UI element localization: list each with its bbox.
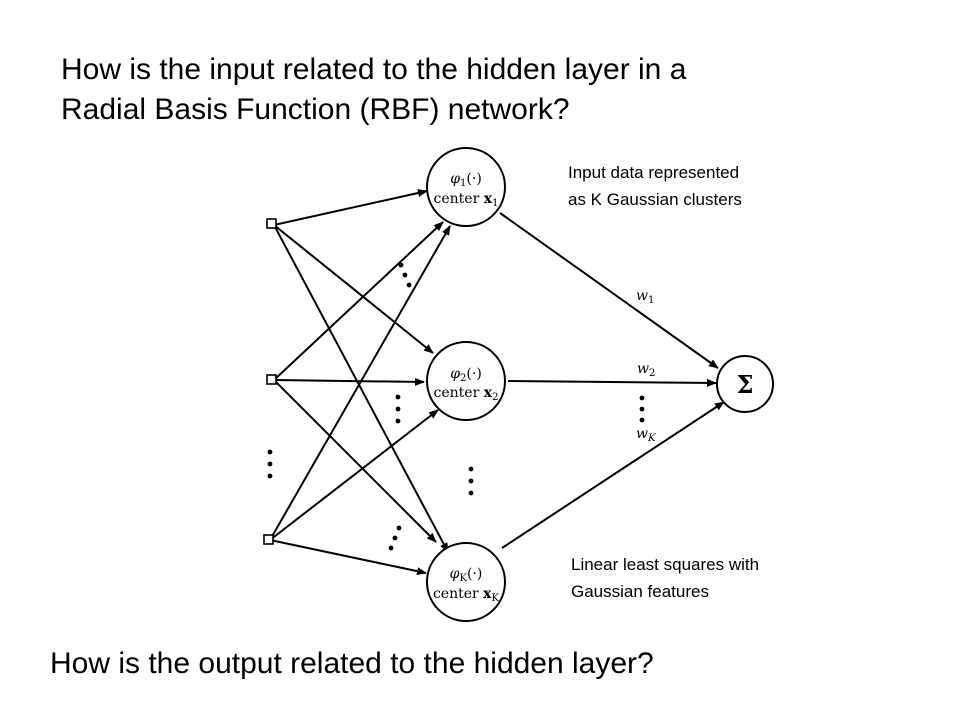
weight-2-label: w2: [637, 361, 655, 379]
hidden-output-connections: [499, 212, 725, 549]
hidden-2-function-label: φ2(·): [450, 366, 482, 384]
question-input-line-2: Radial Basis Function (RBF) network?: [61, 93, 570, 126]
hidden-k-function-label: φK(·): [450, 566, 483, 584]
edge-in1-h2: [273, 224, 434, 354]
input-hidden-connections: [269, 189, 451, 576]
input-node-2: [266, 374, 277, 385]
hidden-node-k: [426, 542, 506, 622]
edge-ellipsis-upper: [398, 262, 412, 288]
weight-k-label: wK: [636, 426, 656, 444]
hidden-labels: φ1(·) center x1 φ2(·) center x2 φK(·) ce…: [433, 171, 500, 604]
hidden-2-center-label: center x2: [434, 385, 499, 403]
edge-ellipsis-middle: [395, 394, 401, 424]
edge-hK-out: [501, 401, 725, 549]
output-annotation-line-2: Gaussian features: [571, 582, 709, 601]
question-output: How is the output related to the hidden …: [50, 647, 654, 680]
edge-in1-h1: [273, 189, 428, 226]
hidden-1-function-label: φ1(·): [450, 171, 482, 189]
output-annotation-line-1: Linear least squares with: [571, 555, 760, 574]
input-node-1: [266, 218, 277, 229]
hidden-annotation-line-1: Input data represented: [568, 163, 740, 182]
hidden-1-center-label: center x1: [434, 191, 499, 209]
question-input-line-1: How is the input related to the hidden l…: [61, 53, 687, 86]
edge-inK-hK: [269, 539, 427, 576]
hidden-node-2: [426, 341, 506, 421]
edge-inK-h2: [269, 409, 439, 541]
input-node-k: [263, 534, 274, 545]
ellipsis-dots: [267, 262, 645, 551]
weight-ellipsis: [639, 395, 645, 423]
hidden-annotation-line-2: as K Gaussian clusters: [568, 190, 742, 209]
edge-in2-hK: [273, 379, 437, 543]
edge-in1-hK: [273, 224, 449, 553]
edge-inK-h1: [269, 225, 451, 541]
weight-labels: w1 w2 wK: [636, 288, 656, 444]
output-node: [716, 355, 774, 413]
edge-in2-h1: [273, 221, 444, 381]
hidden-ellipsis: [468, 466, 474, 496]
input-ellipsis: [267, 449, 273, 479]
weight-1-label: w1: [636, 288, 654, 306]
edge-h2-out: [507, 378, 717, 387]
hidden-k-center-label: center xK: [433, 586, 500, 604]
output-sum-symbol: Σ: [737, 370, 754, 399]
edge-in2-h2: [273, 377, 425, 386]
hidden-node-1: [426, 147, 506, 227]
edge-ellipsis-lower: [388, 525, 402, 551]
edge-h1-out: [499, 212, 719, 369]
